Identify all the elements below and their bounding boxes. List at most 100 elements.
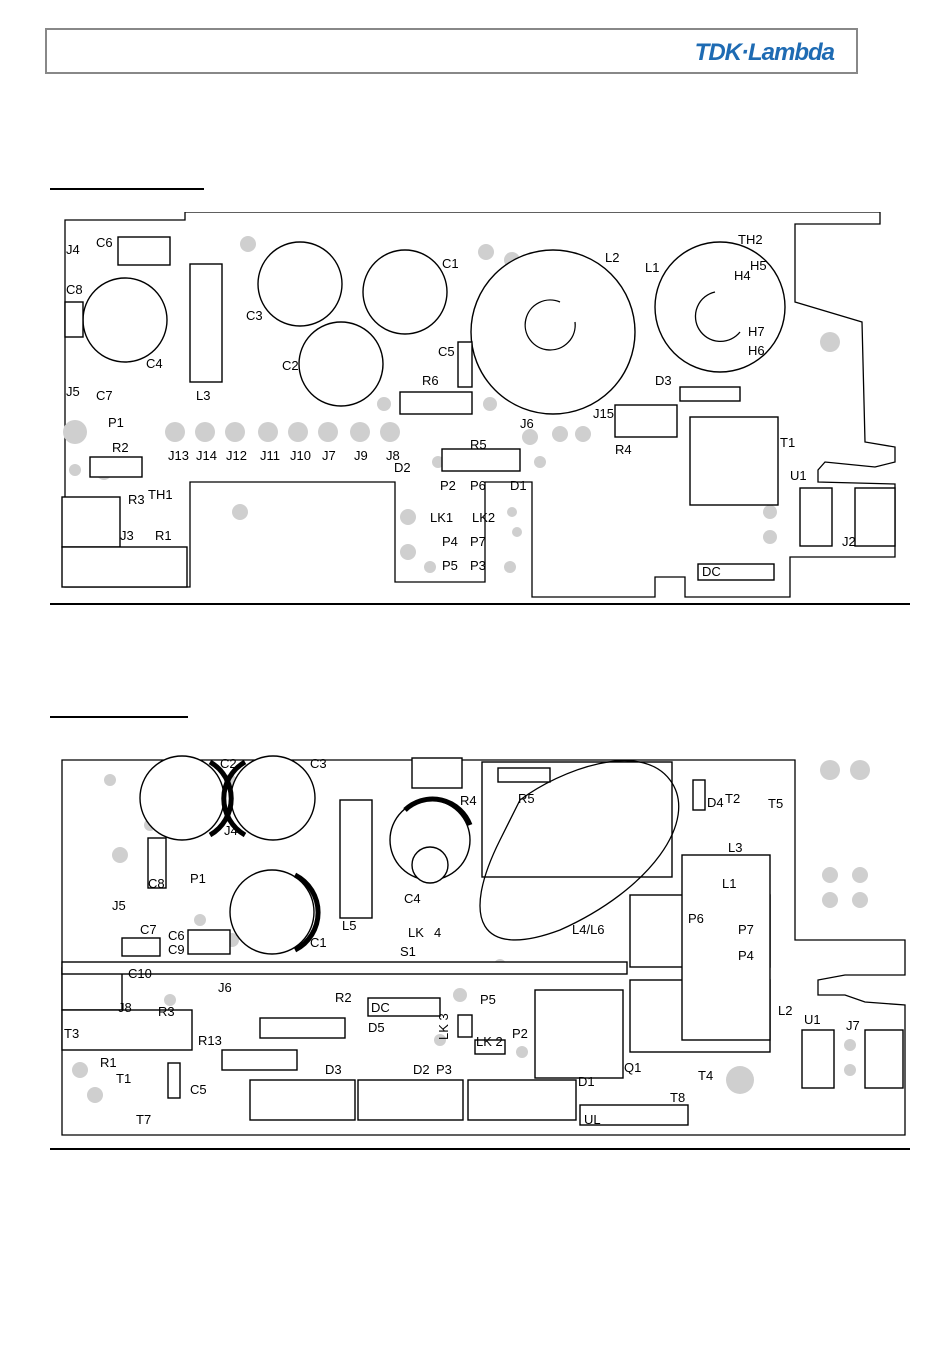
bottom-label-c8: C8 <box>148 876 165 891</box>
bottom-label-c4: C4 <box>404 891 421 906</box>
top-pad <box>318 422 338 442</box>
bottom-pad <box>852 892 868 908</box>
top-label-p2: P2 <box>440 478 456 493</box>
bottom-label-ul: UL <box>584 1112 601 1127</box>
top-label-h5: H5 <box>750 258 767 273</box>
bottom-label-p3: P3 <box>436 1062 452 1077</box>
top-label-j15: J15 <box>593 406 614 421</box>
top-label-t1: T1 <box>780 435 795 450</box>
bottom-label-t3: T3 <box>64 1026 79 1041</box>
bottom-label-t1: T1 <box>116 1071 131 1086</box>
top-pad <box>763 530 777 544</box>
top-label-h4: H4 <box>734 268 751 283</box>
top-pad <box>483 397 497 411</box>
top-label-j13: J13 <box>168 448 189 463</box>
bottom-label-j4: J4 <box>224 823 238 838</box>
top-pad <box>165 422 185 442</box>
divider-top <box>50 603 910 605</box>
bottom-label-t5: T5 <box>768 796 783 811</box>
bottom-label-l2: L2 <box>778 1003 792 1018</box>
top-label-d1: D1 <box>510 478 527 493</box>
top-label-r6: R6 <box>422 373 439 388</box>
top-pad <box>288 422 308 442</box>
bottom-pad <box>516 1046 528 1058</box>
top-label-d3: D3 <box>655 373 672 388</box>
top-label-j4: J4 <box>66 242 80 257</box>
bottom-pad <box>820 760 840 780</box>
bottom-label-p2: P2 <box>512 1026 528 1041</box>
top-label-r5: R5 <box>470 437 487 452</box>
bottom-pad <box>434 1034 446 1046</box>
bottom-label-u1: U1 <box>804 1012 821 1027</box>
top-label-h7: H7 <box>748 324 765 339</box>
top-pad <box>350 422 370 442</box>
top-pad <box>763 505 777 519</box>
top-label-l2: L2 <box>605 250 619 265</box>
bottom-label-r4: R4 <box>460 793 477 808</box>
header-box: TDK·Lambda <box>45 28 858 74</box>
bottom-label-l1: L1 <box>722 876 736 891</box>
top-pad <box>232 504 248 520</box>
bottom-pad <box>852 867 868 883</box>
bottom-pad <box>850 760 870 780</box>
bottom-label-q1: Q1 <box>624 1060 641 1075</box>
top-label-p1: P1 <box>108 415 124 430</box>
top-label-j5: J5 <box>66 384 80 399</box>
top-label-j6: J6 <box>520 416 534 431</box>
bottom-label-j5: J5 <box>112 898 126 913</box>
bottom-label-t8: T8 <box>670 1090 685 1105</box>
top-pad <box>432 456 444 468</box>
top-pad <box>258 422 278 442</box>
top-label-c3: C3 <box>246 308 263 323</box>
top-label-r4: R4 <box>615 442 632 457</box>
top-pad <box>534 456 546 468</box>
top-pad <box>512 527 522 537</box>
bottom-label-l5: L5 <box>342 918 356 933</box>
bottom-pad <box>104 774 116 786</box>
bottom-label-d2: D2 <box>413 1062 430 1077</box>
top-label-u1: U1 <box>790 468 807 483</box>
bottom-label-p5: P5 <box>480 992 496 1007</box>
bottom-label-l3: L3 <box>728 840 742 855</box>
top-pad <box>400 509 416 525</box>
bottom-pad <box>164 994 176 1006</box>
bottom-label-lk: LK <box>408 925 424 940</box>
top-pad <box>522 429 538 445</box>
bottom-label-r2: R2 <box>335 990 352 1005</box>
section-title-underline-top <box>50 188 204 190</box>
bottom-label-c6: C6 <box>168 928 185 943</box>
bottom-label-c9: C9 <box>168 942 185 957</box>
top-pad <box>63 420 87 444</box>
top-label-j10: J10 <box>290 448 311 463</box>
bottom-pad <box>726 1066 754 1094</box>
top-label-p3: P3 <box>470 558 486 573</box>
top-pad <box>552 426 568 442</box>
bottom-pad <box>844 1039 856 1051</box>
bottom-label-j8: J8 <box>118 1000 132 1015</box>
top-label-c5: C5 <box>438 344 455 359</box>
top-label-h6: H6 <box>748 343 765 358</box>
bottom-label-d5: D5 <box>368 1020 385 1035</box>
bottom-label-c3: C3 <box>310 756 327 771</box>
top-label-lk2: LK2 <box>472 510 495 525</box>
top-label-j9: J9 <box>354 448 368 463</box>
bottom-label-lk-2: LK 2 <box>476 1034 503 1049</box>
top-label-j14: J14 <box>196 448 217 463</box>
bottom-label-d1: D1 <box>578 1074 595 1089</box>
top-label-j12: J12 <box>226 448 247 463</box>
top-label-p6: P6 <box>470 478 486 493</box>
bottom-pad <box>844 1064 856 1076</box>
top-label-c4: C4 <box>146 356 163 371</box>
bottom-label-r3: R3 <box>158 1004 175 1019</box>
bottom-label-4: 4 <box>434 925 441 940</box>
bottom-label-c2: C2 <box>220 756 237 771</box>
bottom-label-s1: S1 <box>400 944 416 959</box>
top-label-c8: C8 <box>66 282 83 297</box>
top-label-j3: J3 <box>120 528 134 543</box>
bottom-pad <box>822 892 838 908</box>
top-pad <box>575 426 591 442</box>
top-label-dc: DC <box>702 564 721 579</box>
bottom-label-p7: P7 <box>738 922 754 937</box>
